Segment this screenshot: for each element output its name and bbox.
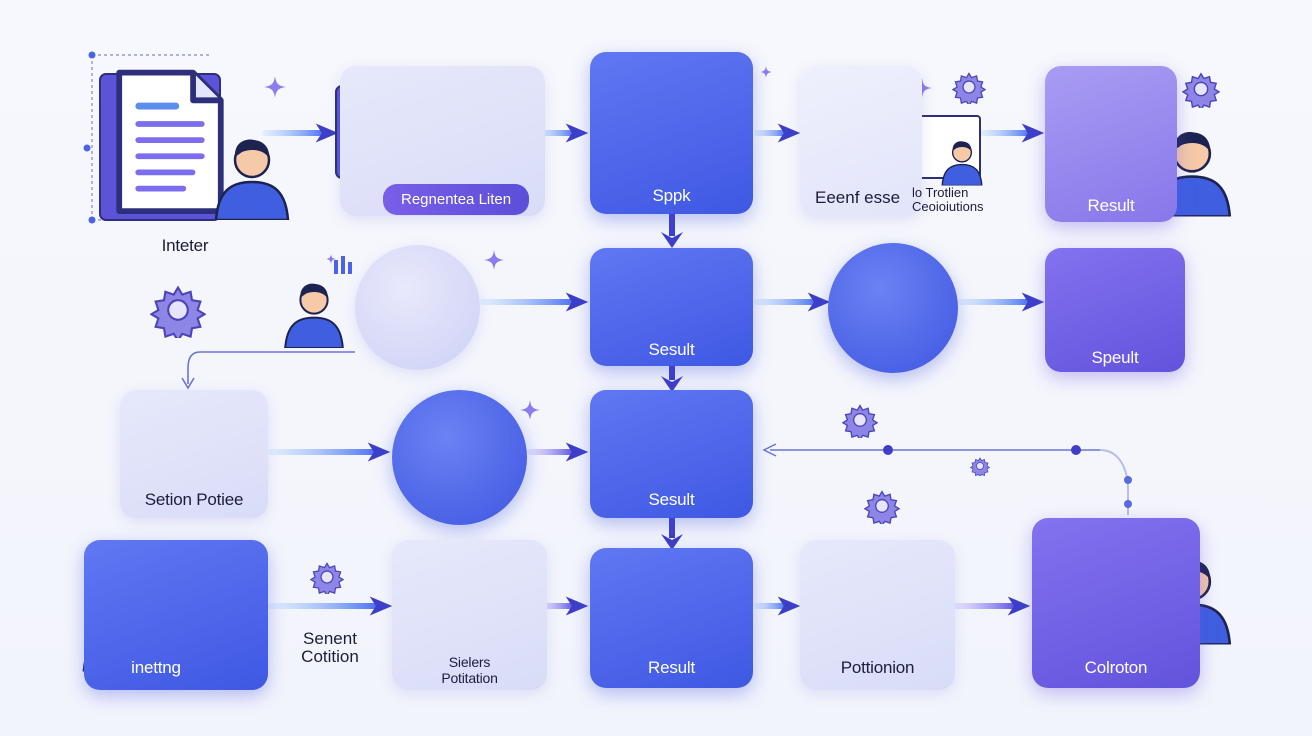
node-sesult-row3: Sesult — [590, 390, 753, 518]
arrow-r3-2 — [527, 449, 574, 455]
arrow-v-3-head — [661, 534, 683, 550]
arrow-r3-1 — [268, 449, 376, 455]
node-speult: Speult — [1045, 248, 1185, 372]
node-setion-label: Setion Potiee — [144, 490, 244, 509]
node-circle-doc-camera — [828, 243, 958, 373]
node-inettng: inettng — [84, 540, 268, 690]
bar-chart-icon — [334, 260, 338, 274]
arrow-r2-3 — [958, 299, 1030, 305]
node-eeenf-label: Eeenf esse — [815, 188, 901, 207]
node-setion: Setion Potiee — [120, 390, 268, 518]
node-trotlien-line2: Ceoioiutions — [912, 199, 984, 214]
arrow-r4-4 — [952, 603, 1016, 609]
return-dot-3 — [1124, 476, 1132, 484]
node-interter-label: Inteter — [161, 236, 209, 255]
node-colroton-label: Colroton — [1084, 658, 1148, 677]
arrow-r2-1 — [480, 299, 574, 305]
arrow-r1-2 — [538, 130, 574, 136]
node-sppk-label: Sppk — [652, 186, 691, 205]
return-dot-4 — [1124, 500, 1132, 508]
node-inettng-label: inettng — [131, 658, 181, 677]
arrow-r1-1 — [262, 130, 324, 136]
node-sielers-line1: Sielers — [448, 654, 491, 670]
node-speult-label: Speult — [1091, 348, 1139, 367]
node-senent-line1: Senent — [303, 629, 357, 648]
node-trotlien-line1: lo Trotlien — [912, 185, 969, 200]
arrow-r2-2 — [754, 299, 816, 305]
bracket-dot-1 — [88, 51, 96, 59]
bar-chart-icon-2 — [341, 256, 345, 274]
arrow-v-1 — [669, 214, 675, 236]
node-colroton: Colroton — [1032, 518, 1200, 688]
return-line-head — [762, 443, 777, 457]
return-dot-1 — [883, 445, 893, 455]
node-senent-line2: Cotition — [301, 647, 359, 666]
bracket-dot-3 — [88, 216, 96, 224]
node-result-bottom-label: Result — [648, 658, 695, 677]
node-result-top: Result — [1045, 66, 1177, 222]
arrow-r4-3 — [754, 603, 786, 609]
node-sppk: Sppk — [590, 52, 753, 214]
arrow-v-2-head — [661, 376, 683, 392]
node-regnentea-label: Regnentea Liten — [383, 184, 530, 215]
bracket-dot-2 — [83, 144, 91, 152]
node-sesult-mid-label: Sesult — [648, 340, 695, 359]
node-sielers-label: Sielers Potitation — [392, 654, 547, 686]
node-sielers: Sielers Potitation — [392, 540, 547, 690]
connector-row2-row3-head — [181, 377, 195, 390]
node-eeenf — [800, 66, 922, 216]
node-pottionion: Pottionion — [800, 540, 955, 690]
arrow-v-3 — [669, 518, 675, 538]
arrow-r1-3 — [754, 130, 786, 136]
node-circle-doc-row2 — [355, 245, 480, 370]
node-trotlien-label: lo Trotlien Ceoioiutions — [912, 186, 984, 214]
node-result-bottom: Result — [590, 548, 753, 688]
arrow-v-1-head — [661, 232, 683, 248]
arrow-r4-2 — [540, 603, 574, 609]
connector-row2-row3 — [187, 351, 355, 384]
node-result-top-label: Result — [1087, 196, 1135, 215]
return-curve — [1099, 449, 1129, 515]
node-pottionion-label: Pottionion — [840, 658, 915, 677]
node-sesult-row3-label: Sesult — [648, 490, 695, 509]
arrow-r1-4 — [980, 130, 1030, 136]
node-circle-search — [392, 390, 527, 525]
arrow-v-2 — [669, 366, 675, 380]
bar-chart-icon-3 — [348, 262, 352, 274]
arrow-r4-1 — [268, 603, 378, 609]
node-interter: Inteter — [80, 50, 290, 270]
node-sielers-line2: Potitation — [441, 670, 498, 686]
return-dot-2 — [1071, 445, 1081, 455]
node-sesult-mid: Sesult — [590, 248, 753, 366]
node-senent-label: Senent Cotition — [290, 630, 370, 666]
